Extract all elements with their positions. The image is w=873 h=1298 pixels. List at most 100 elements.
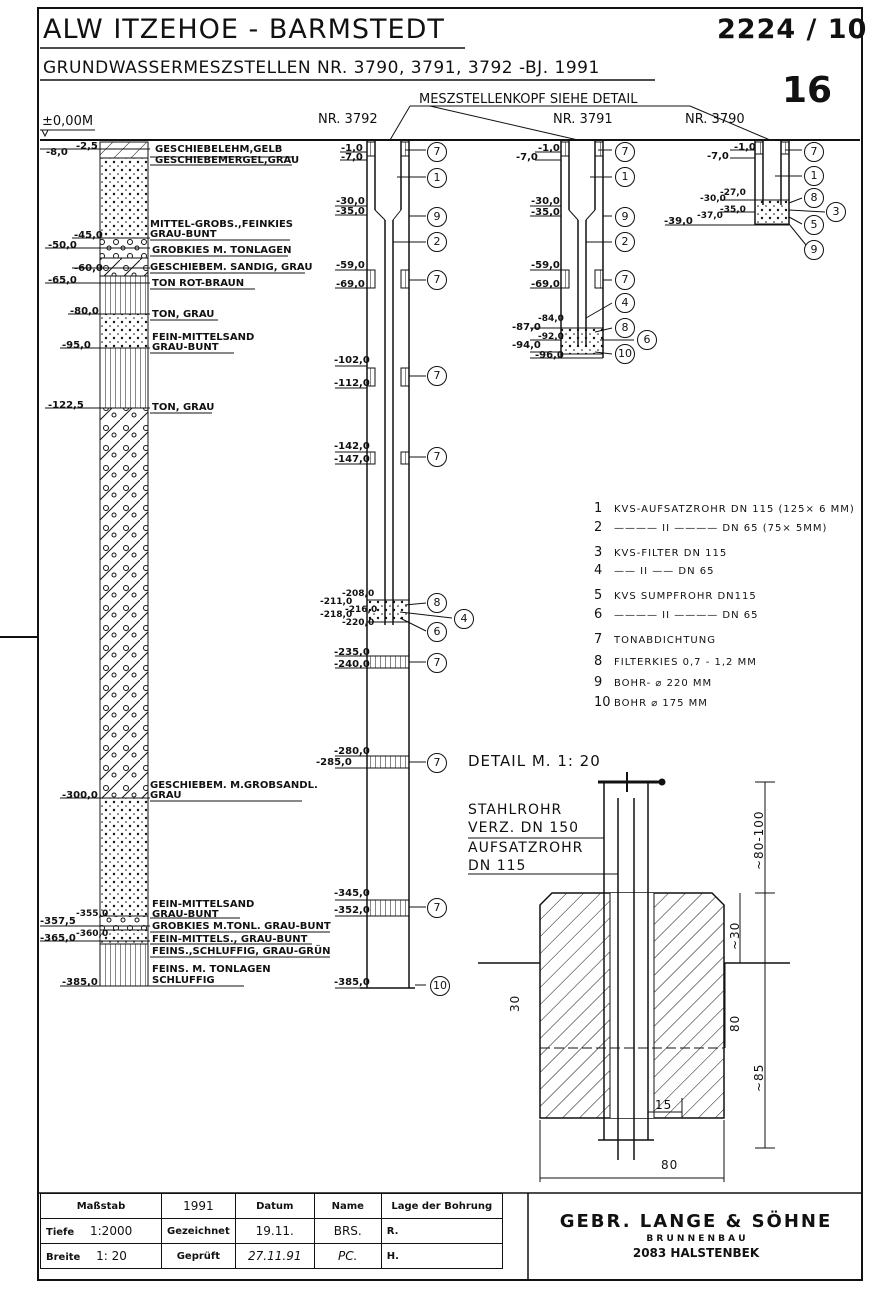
detail-label-steel-pipe: STAHLROHR [468,802,563,818]
depth-label: -8,0 [46,147,68,158]
tb-scale-header: Maßstab [40,1193,162,1219]
layer-label: FEIN-MITTELS., GRAU-BUNT [152,934,308,945]
detail-label-riser: AUFSATZROHR [468,840,584,856]
layer-label: FEIN-MITTELSAND [152,899,255,910]
tb-checked-header: Geprüft [161,1243,236,1269]
well-name-3790: NR. 3790 [685,112,745,127]
depth-label: -300,0 [62,790,98,801]
legend-text: ———— II ———— DN 65 (75× 5MM) [614,523,828,534]
depth-label: -37,0 [697,211,723,221]
depth-label: -35,0 [531,207,560,218]
tb-width-value: 1: 20 [96,1249,127,1263]
depth-label: -30,0 [531,196,560,207]
depth-label: -30,0 [336,196,365,207]
legend-number: 6 [594,607,603,622]
soil-column [99,141,149,987]
depth-label: -142,0 [334,441,370,452]
depth-label: -216,0 [345,605,378,615]
layer-label: GRAU-BUNT [150,229,217,240]
title-block-table: Maßstab 1991 Datum Name Lage der Bohrung… [40,1193,503,1269]
callout-circle: 7 [804,142,824,162]
layer-label: GESCHIEBEM. SANDIG, GRAU [150,262,313,273]
depth-label: -345,0 [334,888,370,899]
legend-text: FILTERKIES 0,7 - 1,2 MM [614,657,757,668]
depth-label: -218,0 [320,610,353,620]
legend-text: BOHR- ⌀ 220 MM [614,678,713,689]
callout-circle: 1 [427,168,447,188]
tb-depth-label: Tiefe [46,1227,75,1238]
depth-label: -50,0 [48,240,77,251]
layer-label: GESCHIEBEM. M.GROBSANDL. [150,780,318,791]
depth-label: -365,0 [40,933,76,944]
callout-circle: 2 [427,232,447,252]
tb-checked-name: PC. [313,1243,382,1269]
layer-label: GRAU [150,790,182,801]
depth-label: -385,0 [334,977,370,988]
well-name-3792: NR. 3792 [318,112,378,127]
tb-location-header: Lage der Bohrung [380,1193,503,1219]
legend-item: 6———— II ———— DN 65 [594,603,759,622]
well-3792 [335,140,453,989]
depth-label: -69,0 [336,279,365,290]
drawing-title: ALW ITZEHOE - BARMSTEDT [43,14,445,45]
callout-circle: 7 [427,653,447,673]
datum-label: ±0,00M [42,114,94,129]
depth-label: -1,0 [341,143,363,154]
tb-width-scale: Breite 1: 20 [40,1243,162,1269]
depth-label: -65,0 [48,275,77,286]
dimension-label: ~85 [752,1063,766,1092]
callout-circle: 4 [454,609,474,629]
depth-label: -360,0 [76,929,109,939]
legend-text: BOHR ⌀ 175 MM [614,698,708,709]
depth-label: -95,0 [62,340,91,351]
legend-text: —— II —— DN 65 [614,566,715,577]
depth-label: -280,0 [334,746,370,757]
well-name-3791: NR. 3791 [553,112,613,127]
callout-circle: 8 [427,593,447,613]
depth-label: -208,0 [342,589,375,599]
depth-label: -385,0 [62,977,98,988]
drawing-number: 2224 / 10 [717,14,868,45]
detail-title: DETAIL M. 1: 20 [468,752,601,770]
layer-label: GROBKIES M. TONLAGEN [152,245,292,256]
well-3791 [530,140,634,359]
callout-circle: 8 [804,188,824,208]
callout-circle: 1 [804,166,824,186]
depth-label: -122,5 [48,400,84,411]
detail-label-riser-dn: DN 115 [468,858,527,874]
layer-label: FEINS. M. TONLAGEN [152,964,271,975]
drawing-subtitle: GRUNDWASSERMESZSTELLEN NR. 3790, 3791, 3… [43,58,600,78]
depth-label: -80,0 [70,306,99,317]
firm-block: GEBR. LANGE & SÖHNE B R U N N E N B A U … [530,1193,862,1277]
depth-label: -96,0 [535,350,564,361]
callout-circle: 2 [615,232,635,252]
depth-label: -35,0 [336,206,365,217]
tb-name-header: Name [313,1193,382,1219]
depth-label: -30,0 [700,194,726,204]
legend-number: 10 [594,695,611,710]
detail-label-steel-dn: VERZ. DN 150 [468,820,580,836]
depth-label: -59,0 [336,260,365,271]
callout-circle: 9 [804,240,824,260]
tb-drawn-header: Gezeichnet [161,1218,236,1244]
legend-number: 7 [594,632,603,647]
callout-circle: 10 [430,976,450,996]
layer-label: TON, GRAU [152,309,215,320]
legend-item: 2———— II ———— DN 65 (75× 5MM) [594,516,827,535]
depth-label: -235,0 [334,647,370,658]
detail-drawing [468,772,790,1182]
callout-circle: 8 [615,318,635,338]
dimension-label: ~80-100 [752,810,766,870]
layer-label: TON, GRAU [152,402,215,413]
sheet-frame [37,7,863,1281]
callout-circle: 6 [427,622,447,642]
layer-label: GESCHIEBEMERGEL,GRAU [155,155,300,166]
depth-label: -84,0 [538,314,564,324]
callout-circle: 7 [615,270,635,290]
tb-r: R. [380,1218,503,1244]
legend-text: KVS-AUFSATZROHR DN 115 (125× 6 MM) [614,504,855,515]
callout-circle: 9 [615,207,635,227]
depth-label: -285,0 [316,757,352,768]
